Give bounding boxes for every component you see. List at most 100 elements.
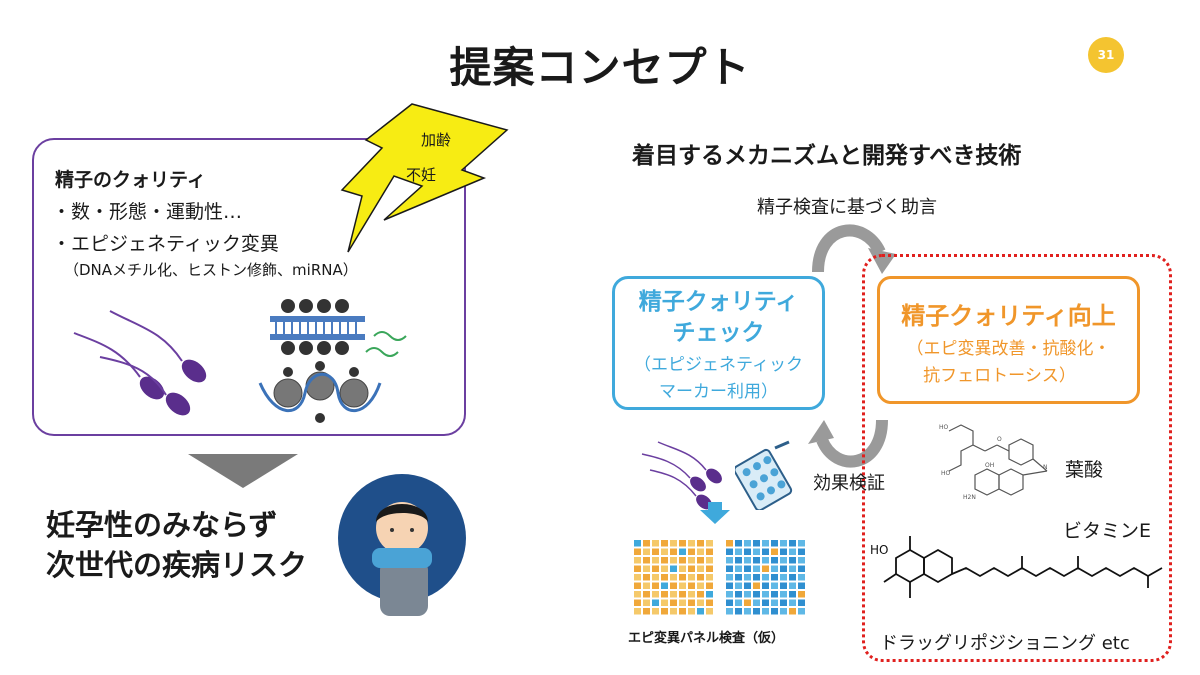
lightning-bolt-icon	[340, 103, 509, 253]
svg-text:HO: HO	[939, 424, 949, 431]
slide-title: 提案コンセプト	[449, 43, 751, 92]
panel-cell	[726, 599, 733, 606]
panel-cell	[798, 582, 805, 589]
panel-cell	[652, 565, 659, 572]
panel-cell	[643, 599, 650, 606]
svg-text:H2N: H2N	[963, 494, 976, 501]
panel-cell	[753, 540, 760, 547]
panel-cell	[679, 548, 686, 555]
panel-cell	[798, 565, 805, 572]
panel-cell	[670, 540, 677, 547]
panel-cell	[688, 574, 695, 581]
panel-cell	[771, 591, 778, 598]
panel-cell	[661, 540, 668, 547]
panel-cell	[798, 608, 805, 615]
panel-cell	[735, 591, 742, 598]
panel-cell	[771, 557, 778, 564]
panel-cell	[688, 548, 695, 555]
page-number-badge: 31	[1088, 37, 1124, 73]
panel-cell	[688, 599, 695, 606]
panel-cell	[706, 540, 713, 547]
panel-cell	[679, 540, 686, 547]
panel-cell	[726, 574, 733, 581]
panel-cell	[643, 608, 650, 615]
panel-cell	[735, 548, 742, 555]
panel-cell	[735, 599, 742, 606]
panel-cell	[679, 557, 686, 564]
panel-cell	[753, 591, 760, 598]
panel-cell	[652, 608, 659, 615]
folic-acid-label: 葉酸	[1065, 459, 1104, 481]
panel-cell	[780, 574, 787, 581]
panel-cell	[744, 582, 751, 589]
vitamin-e-label: ビタミンE	[1063, 520, 1152, 542]
quality-item-epigenetic: ・エピジェネティック変異	[52, 233, 279, 255]
svg-text:HO: HO	[870, 543, 888, 557]
panel-cell	[744, 557, 751, 564]
panel-cell	[679, 574, 686, 581]
panel-cell	[670, 591, 677, 598]
panel-cell	[661, 599, 668, 606]
panel-cell	[661, 608, 668, 615]
panel-cell	[697, 540, 704, 547]
improve-title: 精子クォリティ向上	[901, 302, 1116, 330]
panel-cell	[661, 574, 668, 581]
panel-cell	[726, 548, 733, 555]
panel-cell	[753, 582, 760, 589]
svg-text:HO: HO	[941, 470, 951, 477]
panel-cell	[726, 565, 733, 572]
panel-cell	[762, 540, 769, 547]
check-sub-1: （エピジェネティック	[634, 355, 803, 375]
panel-cell	[697, 591, 704, 598]
panel-cell	[735, 540, 742, 547]
panel-cell	[762, 599, 769, 606]
panel-cell	[688, 608, 695, 615]
panel-cell	[753, 557, 760, 564]
panel-cell	[735, 565, 742, 572]
panel-cell	[661, 565, 668, 572]
panel-cell	[652, 574, 659, 581]
sperm-quality-title: 精子のクォリティ	[55, 169, 206, 191]
panel-cell	[789, 540, 796, 547]
panel-cell	[679, 599, 686, 606]
panel-cell	[706, 565, 713, 572]
panel-cell	[634, 582, 641, 589]
panel-cell	[634, 548, 641, 555]
next-generation-risk-text: 妊孕性のみならず 次世代の疾病リスク	[46, 505, 307, 585]
panel-cell	[744, 574, 751, 581]
bolt-label-aging: 加齢	[421, 131, 452, 149]
panel-cell	[798, 548, 805, 555]
panel-cell	[670, 565, 677, 572]
panel-cell	[789, 591, 796, 598]
small-down-arrow-icon	[700, 502, 730, 524]
panel-cell	[744, 608, 751, 615]
panel-cell	[753, 574, 760, 581]
panel-cell	[706, 574, 713, 581]
panel-cell	[744, 591, 751, 598]
panel-cell	[688, 591, 695, 598]
panel-cell	[670, 608, 677, 615]
panel-cell	[643, 565, 650, 572]
panel-cell	[753, 608, 760, 615]
panel-cell	[762, 608, 769, 615]
panel-cell	[670, 599, 677, 606]
panel-cell	[780, 599, 787, 606]
epigenetic-panel-grids	[634, 540, 805, 615]
panel-cell	[726, 591, 733, 598]
panel-cell	[688, 565, 695, 572]
panel-cell	[643, 582, 650, 589]
panel-cell	[771, 608, 778, 615]
panel-cell	[789, 574, 796, 581]
panel-cell	[780, 565, 787, 572]
panel-cell	[706, 557, 713, 564]
panel-cell	[753, 548, 760, 555]
panel-cell	[634, 574, 641, 581]
panel-cell	[762, 548, 769, 555]
panel-cell	[789, 582, 796, 589]
improvement-area-box	[862, 254, 1172, 662]
panel-cell	[661, 548, 668, 555]
dna-methylation-histone-icon	[258, 299, 407, 423]
panel-cell	[762, 557, 769, 564]
panel-cell	[771, 582, 778, 589]
panel-cell	[652, 582, 659, 589]
